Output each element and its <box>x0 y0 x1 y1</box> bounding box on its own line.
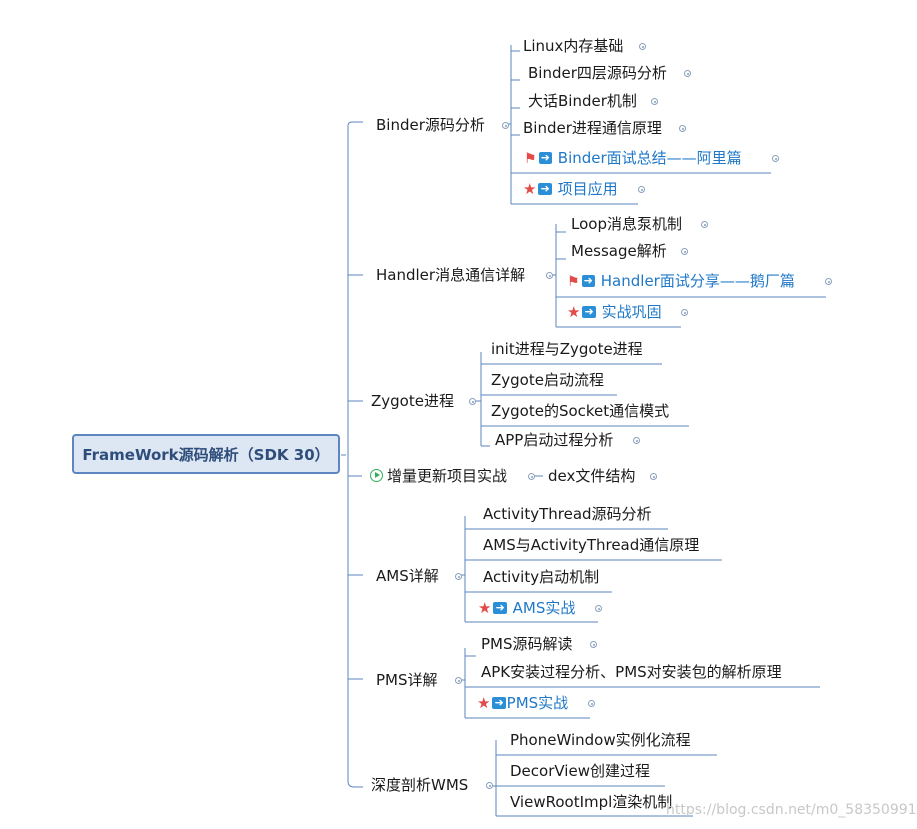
collapse-dot-icon[interactable] <box>684 70 691 77</box>
topic-pms-practice[interactable]: ★➜PMS实战 <box>477 694 568 712</box>
star-icon: ★ <box>523 180 537 198</box>
topic-apk-install[interactable]: APK安装过程分析、PMS对安装包的解析原理 <box>481 663 782 681</box>
star-icon: ★ <box>478 599 492 617</box>
star-icon: ★ <box>477 694 491 712</box>
collapse-dot-icon[interactable] <box>486 782 493 789</box>
collapse-dot-icon[interactable] <box>469 398 476 405</box>
collapse-dot-icon[interactable] <box>455 677 462 684</box>
flag-icon: ⚑ <box>524 151 537 167</box>
topic-activity-start[interactable]: Activity启动机制 <box>483 568 600 586</box>
collapse-dot-icon[interactable] <box>681 309 688 316</box>
topic-phonewindow[interactable]: PhoneWindow实例化流程 <box>510 731 691 749</box>
right-arrow-icon: ➜ <box>538 151 552 164</box>
collapse-dot-icon[interactable] <box>650 473 657 480</box>
topic-ams-practice-label: AMS实战 <box>512 599 576 617</box>
topic-handler-interview[interactable]: ⚑➜ Handler面试分享——鹅厂篇 <box>567 272 795 291</box>
collapse-dot-icon[interactable] <box>590 641 597 648</box>
branch-handler[interactable]: Handler消息通信详解 <box>376 266 526 284</box>
branch-zygote[interactable]: Zygote进程 <box>371 392 454 410</box>
topic-pms-practice-label: PMS实战 <box>506 694 569 712</box>
flag-icon: ⚑ <box>567 274 580 290</box>
collapse-dot-icon[interactable] <box>546 272 553 279</box>
topic-pms-source[interactable]: PMS源码解读 <box>481 635 573 653</box>
right-arrow-icon: ➜ <box>582 305 596 318</box>
topic-viewrootimpl[interactable]: ViewRootImpl渲染机制 <box>510 793 673 811</box>
topic-project-application-label: 项目应用 <box>557 180 618 198</box>
star-icon: ★ <box>567 303 581 321</box>
topic-practice-label: 实战巩固 <box>601 303 662 321</box>
branch-incremental-label: 增量更新项目实战 <box>387 467 508 485</box>
collapse-dot-icon[interactable] <box>528 473 535 480</box>
collapse-dot-icon[interactable] <box>825 278 832 285</box>
topic-message[interactable]: Message解析 <box>571 242 667 260</box>
root-topic[interactable]: FrameWork源码解析（SDK 30） <box>72 434 340 474</box>
topic-binder-mechanism[interactable]: 大话Binder机制 <box>528 92 637 110</box>
collapse-dot-icon[interactable] <box>638 186 645 193</box>
collapse-dot-icon[interactable] <box>651 98 658 105</box>
watermark: https://blog.csdn.net/m0_58350991 <box>666 802 917 818</box>
collapse-dot-icon[interactable] <box>588 700 595 707</box>
collapse-dot-icon[interactable] <box>772 155 779 162</box>
collapse-dot-icon[interactable] <box>639 43 646 50</box>
right-arrow-icon: ➜ <box>493 601 507 614</box>
play-icon <box>370 469 383 482</box>
topic-app-start[interactable]: APP启动过程分析 <box>495 431 614 449</box>
branch-wms[interactable]: 深度剖析WMS <box>371 776 469 794</box>
topic-zygote-start[interactable]: Zygote启动流程 <box>491 371 604 389</box>
collapse-dot-icon[interactable] <box>679 125 686 132</box>
right-arrow-icon: ➜ <box>581 274 595 287</box>
topic-binder-interview[interactable]: ⚑➜ Binder面试总结——阿里篇 <box>524 149 742 168</box>
branch-binder[interactable]: Binder源码分析 <box>376 116 485 134</box>
topic-loop[interactable]: Loop消息泵机制 <box>571 215 682 233</box>
topic-zygote-socket[interactable]: Zygote的Socket通信模式 <box>491 402 670 420</box>
topic-linux-memory[interactable]: Linux内存基础 <box>523 37 624 55</box>
topic-activitythread[interactable]: ActivityThread源码分析 <box>483 505 652 523</box>
topic-practice[interactable]: ★➜ 实战巩固 <box>567 303 662 321</box>
collapse-dot-icon[interactable] <box>633 437 640 444</box>
branch-ams[interactable]: AMS详解 <box>376 567 439 585</box>
connector-line <box>347 121 363 127</box>
branch-incremental[interactable]: 增量更新项目实战 <box>370 467 507 485</box>
topic-binder-interview-label: Binder面试总结——阿里篇 <box>557 149 742 167</box>
topic-init-zygote[interactable]: init进程与Zygote进程 <box>491 340 643 358</box>
connector-line <box>347 780 363 788</box>
topic-dex[interactable]: dex文件结构 <box>548 467 636 485</box>
topic-project-application[interactable]: ★➜ 项目应用 <box>523 180 618 198</box>
collapse-dot-icon[interactable] <box>502 122 509 129</box>
collapse-dot-icon[interactable] <box>681 248 688 255</box>
topic-ams-practice[interactable]: ★➜ AMS实战 <box>478 599 575 617</box>
right-arrow-icon: ➜ <box>492 696 506 709</box>
collapse-dot-icon[interactable] <box>595 605 602 612</box>
branch-pms[interactable]: PMS详解 <box>376 671 438 689</box>
topic-decorview[interactable]: DecorView创建过程 <box>510 762 650 780</box>
topic-binder-ipc[interactable]: Binder进程通信原理 <box>523 119 662 137</box>
right-arrow-icon: ➜ <box>538 182 552 195</box>
topic-handler-interview-label: Handler面试分享——鹅厂篇 <box>600 272 795 290</box>
topic-binder-four-layers[interactable]: Binder四层源码分析 <box>528 64 667 82</box>
collapse-dot-icon[interactable] <box>455 573 462 580</box>
collapse-dot-icon[interactable] <box>701 221 708 228</box>
topic-ams-activitythread[interactable]: AMS与ActivityThread通信原理 <box>483 536 700 554</box>
